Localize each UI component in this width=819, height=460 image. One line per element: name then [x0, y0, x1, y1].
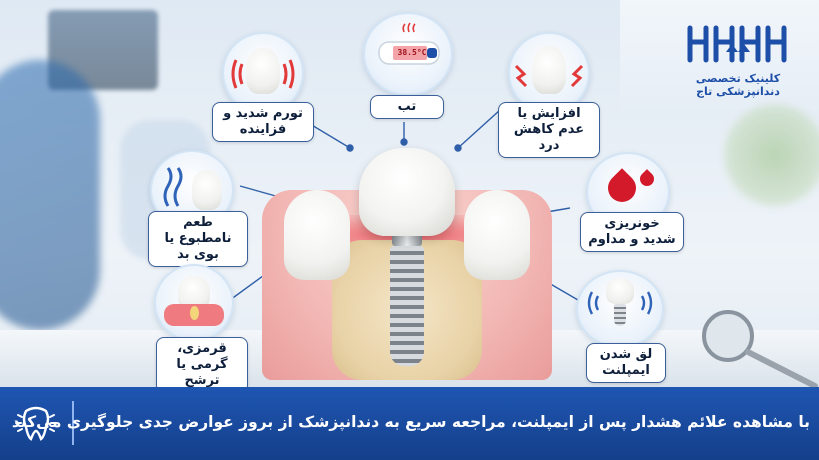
symptom-loose-implant-label: لق شدن ایمپلنت [586, 343, 666, 383]
symptom-bleeding-label: خونریزی شدید و مداوم [580, 212, 684, 252]
implant-screw [390, 246, 424, 366]
background-dental-chair [0, 60, 100, 330]
swollen-tooth-icon [222, 32, 304, 114]
footer-divider [72, 401, 74, 445]
footer-message: با مشاهده علائم هشدار پس از ایمپلنت، مرا… [11, 413, 810, 431]
thermometer-icon: 38.5°C [363, 12, 453, 96]
footer-banner: با مشاهده علائم هشدار پس از ایمپلنت، مرا… [0, 387, 819, 460]
implant-crown [359, 148, 455, 236]
clinic-logo: کلینیک تخصصی دندانپزشکی تاج [668, 20, 808, 98]
dental-mirror-icon [702, 310, 818, 389]
background-plant [720, 100, 819, 210]
right-tooth [464, 190, 530, 280]
tooth-alert-icon [15, 406, 57, 441]
clinic-name: کلینیک تخصصی دندانپزشکی تاج [695, 72, 781, 98]
implant-illustration [262, 120, 552, 385]
symptom-bad-taste-label: طعم نامطبوع یا بوی بد [148, 211, 248, 267]
crown-logo-icon [687, 25, 787, 63]
symptom-pain-label: افزایش یا عدم کاهش درد [498, 102, 600, 158]
symptom-fever-label: تب [370, 95, 444, 119]
left-tooth [284, 190, 350, 280]
thermometer-reading: 38.5°C [397, 48, 427, 57]
loose-implant-icon [576, 270, 664, 348]
inflamed-gum-icon [154, 264, 234, 342]
symptom-swelling-label: تورم شدید و فزاینده [212, 102, 314, 142]
symptom-redness-label: قرمزی، گرمی یا ترشح [156, 337, 248, 393]
